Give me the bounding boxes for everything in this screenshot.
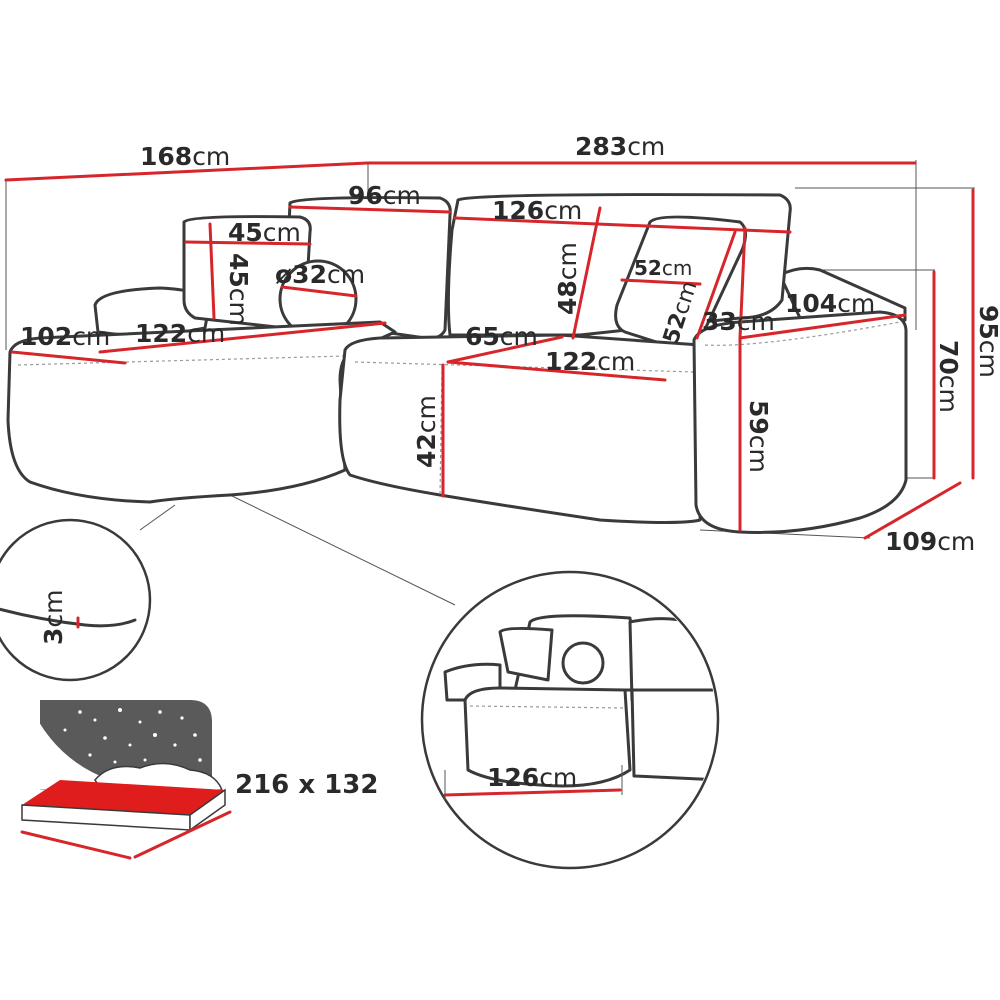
label-96: 96cm bbox=[348, 181, 421, 210]
label-104: 104cm bbox=[785, 289, 875, 318]
label-32: ø32cm bbox=[275, 260, 365, 289]
dim-line-45w bbox=[184, 240, 312, 246]
dim-line-104 bbox=[738, 313, 907, 340]
label-168: 168cm bbox=[140, 142, 230, 171]
dim-line-168 bbox=[4, 161, 370, 182]
chaise-detail-circle: 126cm bbox=[420, 570, 720, 870]
dim-line-102 bbox=[10, 350, 127, 365]
dim-line-32 bbox=[280, 285, 358, 298]
dimension-lines bbox=[4, 161, 975, 540]
label-95: 95cm bbox=[974, 305, 1000, 378]
dim-line-45h bbox=[208, 222, 216, 320]
label-59: 59cm bbox=[744, 400, 773, 473]
dim-line-52w bbox=[620, 278, 702, 286]
dim-line-33 bbox=[738, 226, 747, 340]
label-3cm: 3cm bbox=[39, 589, 68, 645]
dim-line-52h bbox=[695, 230, 737, 340]
label-70: 70cm bbox=[934, 340, 963, 413]
label-122-seat: 122cm bbox=[545, 347, 635, 376]
label-45w: 45cm bbox=[228, 218, 301, 247]
label-52w: 52cm bbox=[634, 256, 692, 280]
right-armrest bbox=[692, 310, 908, 534]
label-65: 65cm bbox=[465, 322, 538, 351]
label-102: 102cm bbox=[20, 322, 110, 351]
label-109: 109cm bbox=[885, 527, 975, 556]
dim-line-122-chaise bbox=[98, 321, 387, 354]
label-45h: 45cm bbox=[224, 253, 253, 326]
bed-night-icon bbox=[20, 700, 232, 860]
dim-line-109 bbox=[863, 481, 962, 540]
label-283: 283cm bbox=[575, 132, 665, 161]
label-42: 42cm bbox=[412, 395, 441, 468]
dim-line-126-back bbox=[453, 216, 792, 234]
dim-line-96 bbox=[288, 205, 452, 214]
dim-line-48 bbox=[571, 206, 602, 340]
label-126-detail: 126cm bbox=[487, 763, 577, 792]
sleeping-area-label: 216 x 132 bbox=[235, 770, 378, 800]
label-122-chaise: 122cm bbox=[135, 319, 225, 348]
label-48: 48cm bbox=[553, 242, 582, 315]
leg-detail-circle: 3cm bbox=[0, 518, 152, 682]
dim-line-122-seat bbox=[446, 360, 667, 382]
label-33: 33cm bbox=[702, 307, 775, 336]
dim-line-65 bbox=[446, 335, 564, 364]
label-126-back: 126cm bbox=[492, 196, 582, 225]
main-seat-module bbox=[338, 333, 707, 524]
